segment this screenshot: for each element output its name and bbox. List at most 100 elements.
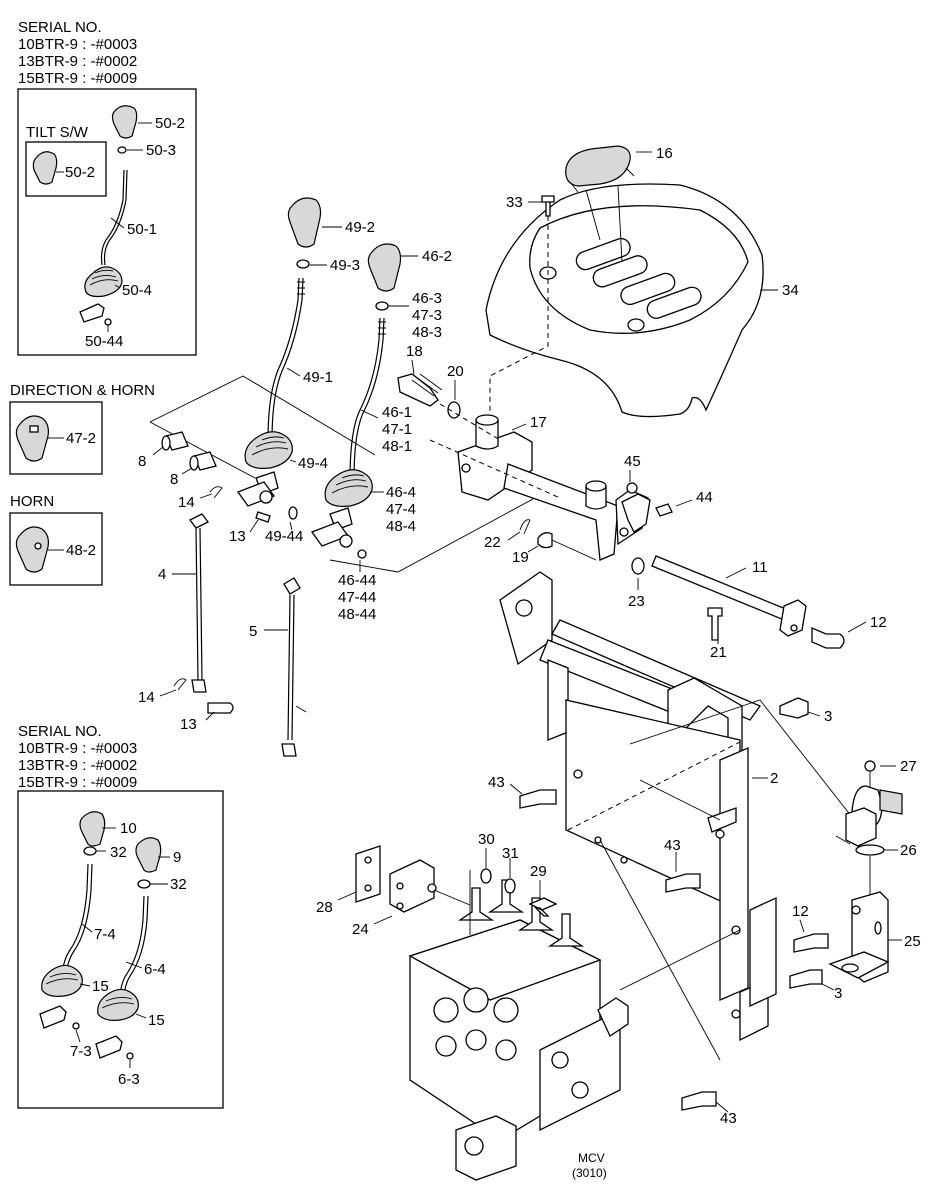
bracket-icon <box>79 303 105 323</box>
clip-icon <box>209 486 223 499</box>
washer-icon <box>480 868 492 884</box>
knob-icon <box>135 837 162 873</box>
callout-label: 49-44 <box>265 528 303 545</box>
callout-label: 29 <box>530 863 547 880</box>
callout-label: 50-1 <box>127 221 157 238</box>
washer-icon <box>288 506 298 520</box>
pin-icon <box>104 318 112 326</box>
callout-label: 17 <box>530 414 547 431</box>
callout-label: 30 <box>478 831 495 848</box>
tilt-lever-assembly <box>32 105 152 332</box>
callout-label: 43 <box>664 837 681 854</box>
serial-title: SERIAL NO. <box>18 19 102 36</box>
callout-label: 16 <box>656 145 673 162</box>
callout-label: 19 <box>512 549 529 566</box>
serial-title: SERIAL NO. <box>18 723 102 740</box>
tilt-switch-box <box>25 141 107 197</box>
callout-label: 14 <box>138 689 155 706</box>
mcv-code: (3010) <box>572 1166 607 1180</box>
callout-label: 15 <box>92 978 109 995</box>
link-rod <box>287 594 291 741</box>
bolt-icon <box>528 897 558 917</box>
bolt-icon <box>779 697 809 719</box>
callout-label: 23 <box>628 593 645 610</box>
callout-label: 44 <box>696 489 713 506</box>
tilt-lever-box <box>17 88 197 356</box>
callout-label: 25 <box>904 933 921 950</box>
knob-icon <box>287 197 322 248</box>
lever-set-box <box>17 790 224 1109</box>
boot-icon <box>244 431 293 469</box>
callout-label: 7-3 <box>70 1043 92 1060</box>
mcv-valve <box>337 845 629 1181</box>
main-lever-assembly <box>149 197 558 757</box>
callout-label: 43 <box>488 774 505 791</box>
callout-label: 28 <box>316 899 333 916</box>
callout-label: 49-1 <box>303 369 333 386</box>
bracket-icon <box>457 431 533 501</box>
nut-icon <box>83 846 97 856</box>
callout-label: 48-4 <box>386 518 416 535</box>
callout-label: 22 <box>484 534 501 551</box>
bolt-icon <box>811 627 845 649</box>
screw-icon <box>541 195 555 217</box>
screw-icon <box>864 760 876 772</box>
callout-label: 3 <box>834 985 842 1002</box>
pin-icon <box>255 511 271 523</box>
lever-set-assembly <box>39 811 170 1068</box>
knob-icon <box>79 811 106 847</box>
callout-label: 3 <box>824 708 832 725</box>
callout-label: 50-2 <box>155 115 185 132</box>
nut-icon <box>375 301 389 311</box>
bolt-icon <box>665 873 701 893</box>
clip-icon <box>519 519 531 535</box>
serial-line: 13BTR-9 : -#0002 <box>18 53 137 70</box>
direction-horn-knob <box>15 415 64 462</box>
switch-bracket-assembly <box>828 760 903 983</box>
callout-label: 2 <box>770 770 778 787</box>
direction-horn-box <box>9 401 103 475</box>
callout-label: 11 <box>752 559 768 576</box>
pin-icon <box>357 549 367 559</box>
serial-block-bottom: SERIAL NO. 10BTR-9 : -#0003 13BTR-9 : -#… <box>18 723 137 791</box>
callout-label: 32 <box>170 876 187 893</box>
callout-label: 34 <box>782 282 799 299</box>
callout-label: 20 <box>447 363 464 380</box>
bushing-icon <box>631 557 645 575</box>
callout-labels: 50-2 50-2 50-3 50-1 50-4 50-44 47-2 48-2… <box>65 115 921 1180</box>
nut-icon <box>296 259 310 269</box>
callout-label: 46-44 <box>338 572 376 589</box>
callout-label: 48-44 <box>338 606 376 623</box>
callout-label: 50-3 <box>146 142 176 159</box>
washer-icon <box>504 878 516 894</box>
callout-label: 24 <box>352 921 369 938</box>
switch-icon <box>845 807 877 847</box>
clip-icon <box>173 678 187 691</box>
tilt-switch-title: TILT S/W <box>26 124 89 141</box>
serial-line: 13BTR-9 : -#0002 <box>18 757 137 774</box>
serial-line: 15BTR-9 : -#0009 <box>18 774 137 791</box>
serial-line: 15BTR-9 : -#0009 <box>18 70 137 87</box>
nut-icon <box>137 879 151 889</box>
callout-label: 43 <box>720 1110 737 1127</box>
horn-box <box>9 512 103 586</box>
callout-label: 10 <box>120 820 137 837</box>
callout-label: 12 <box>792 903 809 920</box>
shaft-icon <box>651 555 799 625</box>
block-icon <box>389 859 435 913</box>
knob-icon <box>367 243 402 292</box>
callout-label: 6-4 <box>144 961 166 978</box>
boot-icon <box>324 469 373 507</box>
callout-label: 33 <box>506 194 523 211</box>
nut-icon <box>117 146 127 154</box>
bolt-icon <box>681 1091 717 1111</box>
bracket-icon <box>95 1035 123 1059</box>
callout-label: 9 <box>173 849 181 866</box>
horn-knob <box>15 526 64 573</box>
callout-label: 26 <box>900 842 917 859</box>
callout-label: 13 <box>180 716 197 733</box>
callout-label: 32 <box>110 844 127 861</box>
bolt-icon <box>207 702 234 714</box>
connector-icon <box>879 789 903 815</box>
callout-label: 15 <box>148 1012 165 1029</box>
